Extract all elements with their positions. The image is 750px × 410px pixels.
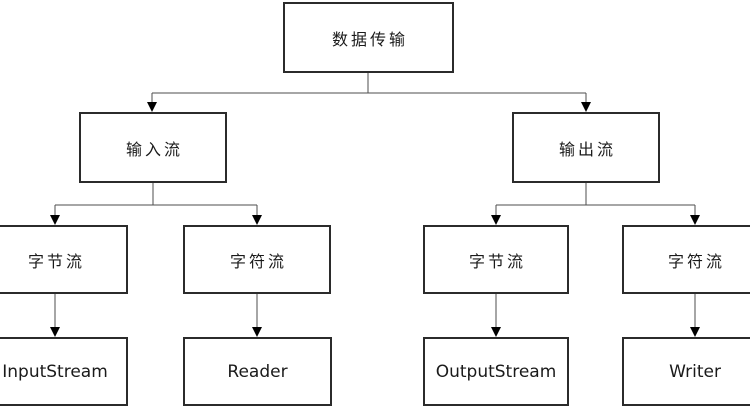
node-input-byte-stream-label: 字节流 [27,251,85,271]
node-output-stream-cn: 输出流 [512,112,660,183]
node-inputstream-class-label: InputStream [2,361,108,382]
node-outputstream-class: OutputStream [423,337,569,406]
node-input-char-stream-label: 字符流 [229,251,287,271]
node-input-stream-cn: 输入流 [79,112,227,183]
node-output-stream-cn-label: 输出流 [558,139,616,159]
node-input-char-stream: 字符流 [183,225,331,294]
node-writer-class: Writer [622,337,750,406]
node-input-stream-cn-label: 输入流 [125,139,183,159]
node-data-transfer: 数据传输 [283,2,454,73]
node-outputstream-class-label: OutputStream [435,361,557,382]
node-input-byte-stream: 字节流 [0,225,128,294]
node-reader-class: Reader [183,337,332,406]
node-output-char-stream-label: 字符流 [667,251,725,271]
node-writer-class-label: Writer [669,361,721,382]
node-inputstream-class: InputStream [0,337,128,406]
node-output-char-stream: 字符流 [622,225,750,294]
node-data-transfer-label: 数据传输 [331,29,408,49]
node-reader-class-label: Reader [227,361,288,382]
node-output-byte-stream-label: 字节流 [468,251,526,271]
node-output-byte-stream: 字节流 [423,225,569,294]
